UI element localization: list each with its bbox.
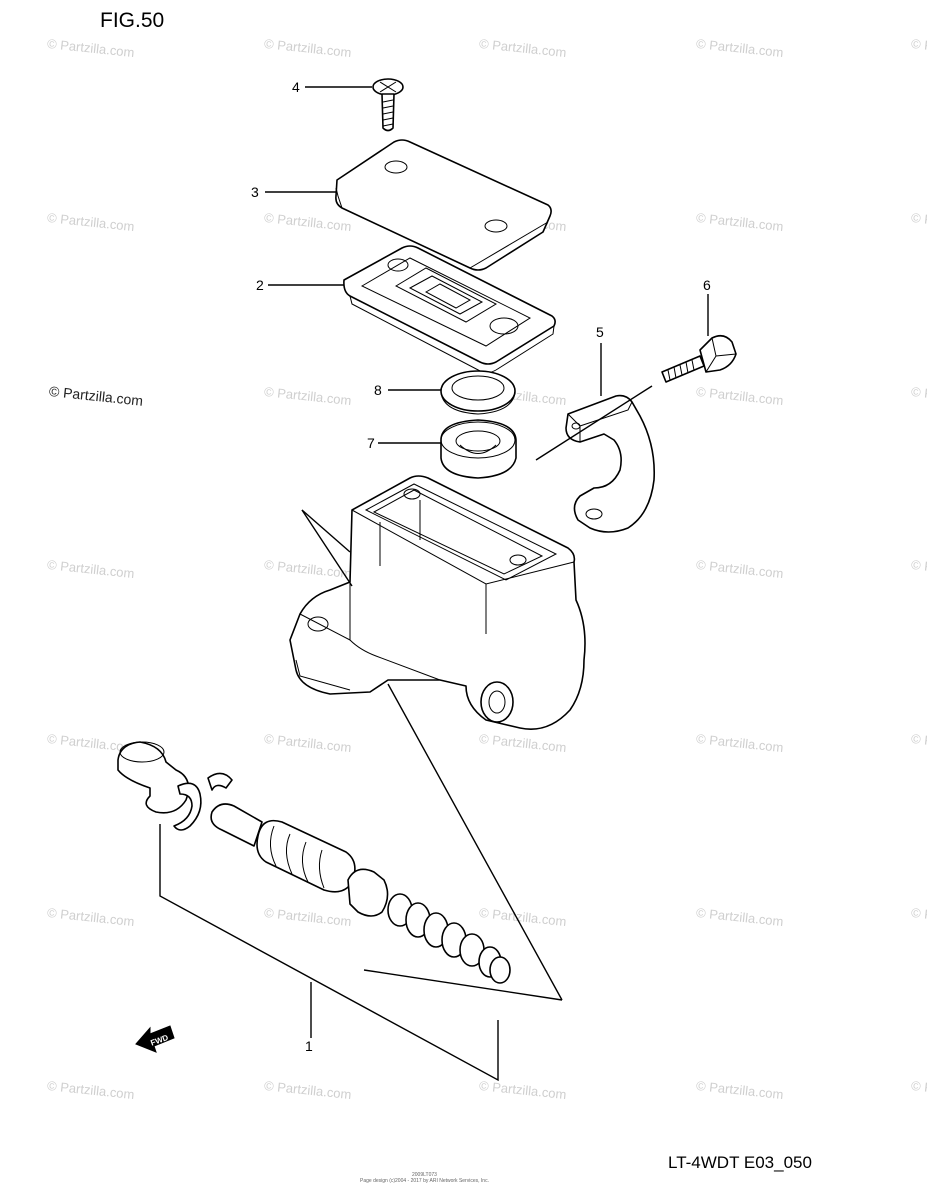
part-diaphragm[interactable] [343,245,556,374]
callout-6[interactable]: 6 [703,277,711,293]
callout-3[interactable]: 3 [251,184,259,200]
callout-8[interactable]: 8 [374,382,382,398]
part-holder-bolt[interactable] [661,334,737,383]
callout-labels: 1 2 3 4 5 6 7 8 [251,79,711,1054]
part-piston-kit[interactable] [117,741,511,984]
fwd-arrow-icon: FWD [135,1025,175,1053]
callout-1[interactable]: 1 [305,1038,313,1054]
part-washer[interactable] [440,370,516,415]
part-reservoir-cap[interactable] [335,139,552,271]
part-plate[interactable] [440,419,517,479]
piston-spring [387,893,511,984]
callout-7[interactable]: 7 [367,435,375,451]
callout-5[interactable]: 5 [596,324,604,340]
callout-2[interactable]: 2 [256,277,264,293]
callout-4[interactable]: 4 [292,79,300,95]
part-holder[interactable] [565,394,656,533]
fine-print-line: 2009LT073 [412,1172,437,1178]
fine-print: 2009LT073 Page design (c)2004 - 2017 by … [360,1172,489,1184]
figure-title: FIG.50 [100,9,165,32]
fine-print-line: Page design (c)2004 - 2017 by ARI Networ… [360,1178,489,1184]
part-master-cylinder-body[interactable] [289,475,586,730]
part-screw[interactable] [372,78,404,132]
diagram-code: LT-4WDT E03_050 [668,1153,812,1172]
